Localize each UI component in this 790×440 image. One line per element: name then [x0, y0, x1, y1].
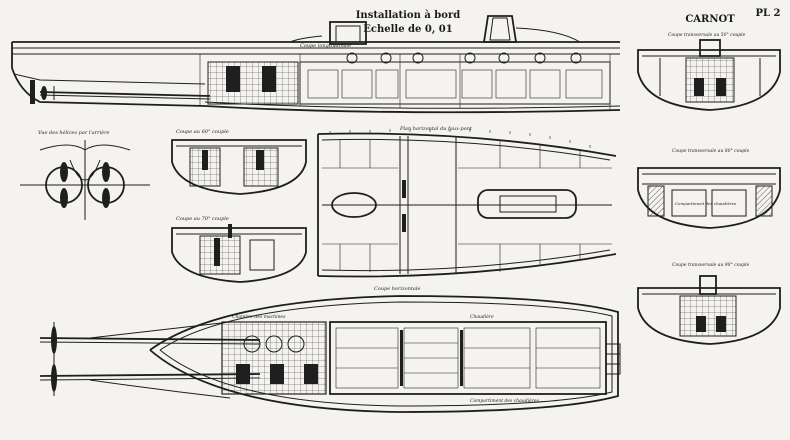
- section-right-2-label: Coupe transversale au 80° couple: [672, 148, 750, 154]
- propeller-view-label: Vue des hélices par l'arrière: [38, 129, 110, 136]
- propeller-view: Vue des hélices par l'arrière: [20, 129, 150, 220]
- longitudinal-section: Coupe longitudinale: [11, 15, 621, 114]
- ship-name: CARNOT: [685, 14, 735, 25]
- machine-room-label: Chambre des machines: [232, 314, 286, 320]
- compartment-label-b: Compartiment des chaudières: [470, 397, 540, 404]
- section-right-1-label: Coupe transversale au 50° couple: [668, 32, 746, 38]
- frame-section-b: Coupe au 70° couple: [171, 216, 307, 283]
- plan-view: Coupe horizontale Chambre des machines: [39, 286, 621, 413]
- section-right-2: Coupe transversale au 80° couple Compart…: [637, 148, 781, 229]
- chaudiere-label-top: Chaudière: [470, 313, 494, 320]
- lower-deck-plan: Plan horizontal du faux-pont: [317, 126, 617, 278]
- plate-number: PL 2: [756, 8, 781, 19]
- longitudinal-section-label: Coupe longitudinale: [300, 43, 351, 49]
- section-right-3-label: Coupe transversale au 90° couple: [672, 262, 750, 268]
- frame-section-a: Coupe au 60° couple: [171, 129, 307, 195]
- section-right-1: Coupe transversale au 50° couple: [637, 32, 781, 111]
- plan-view-label: Coupe horizontale: [374, 286, 420, 292]
- compartment-label-a: Compartiment des chaudières: [675, 201, 736, 206]
- frame-section-a-label: Coupe au 60° couple: [176, 129, 229, 135]
- frame-section-b-label: Coupe au 70° couple: [176, 216, 229, 222]
- title-line-2: Echelle de 0, 01: [363, 24, 452, 35]
- lower-deck-plan-label: Plan horizontal du faux-pont: [399, 126, 473, 132]
- section-right-3: Coupe transversale au 90° couple: [637, 262, 781, 345]
- title-line-1: Installation à bord: [356, 10, 460, 21]
